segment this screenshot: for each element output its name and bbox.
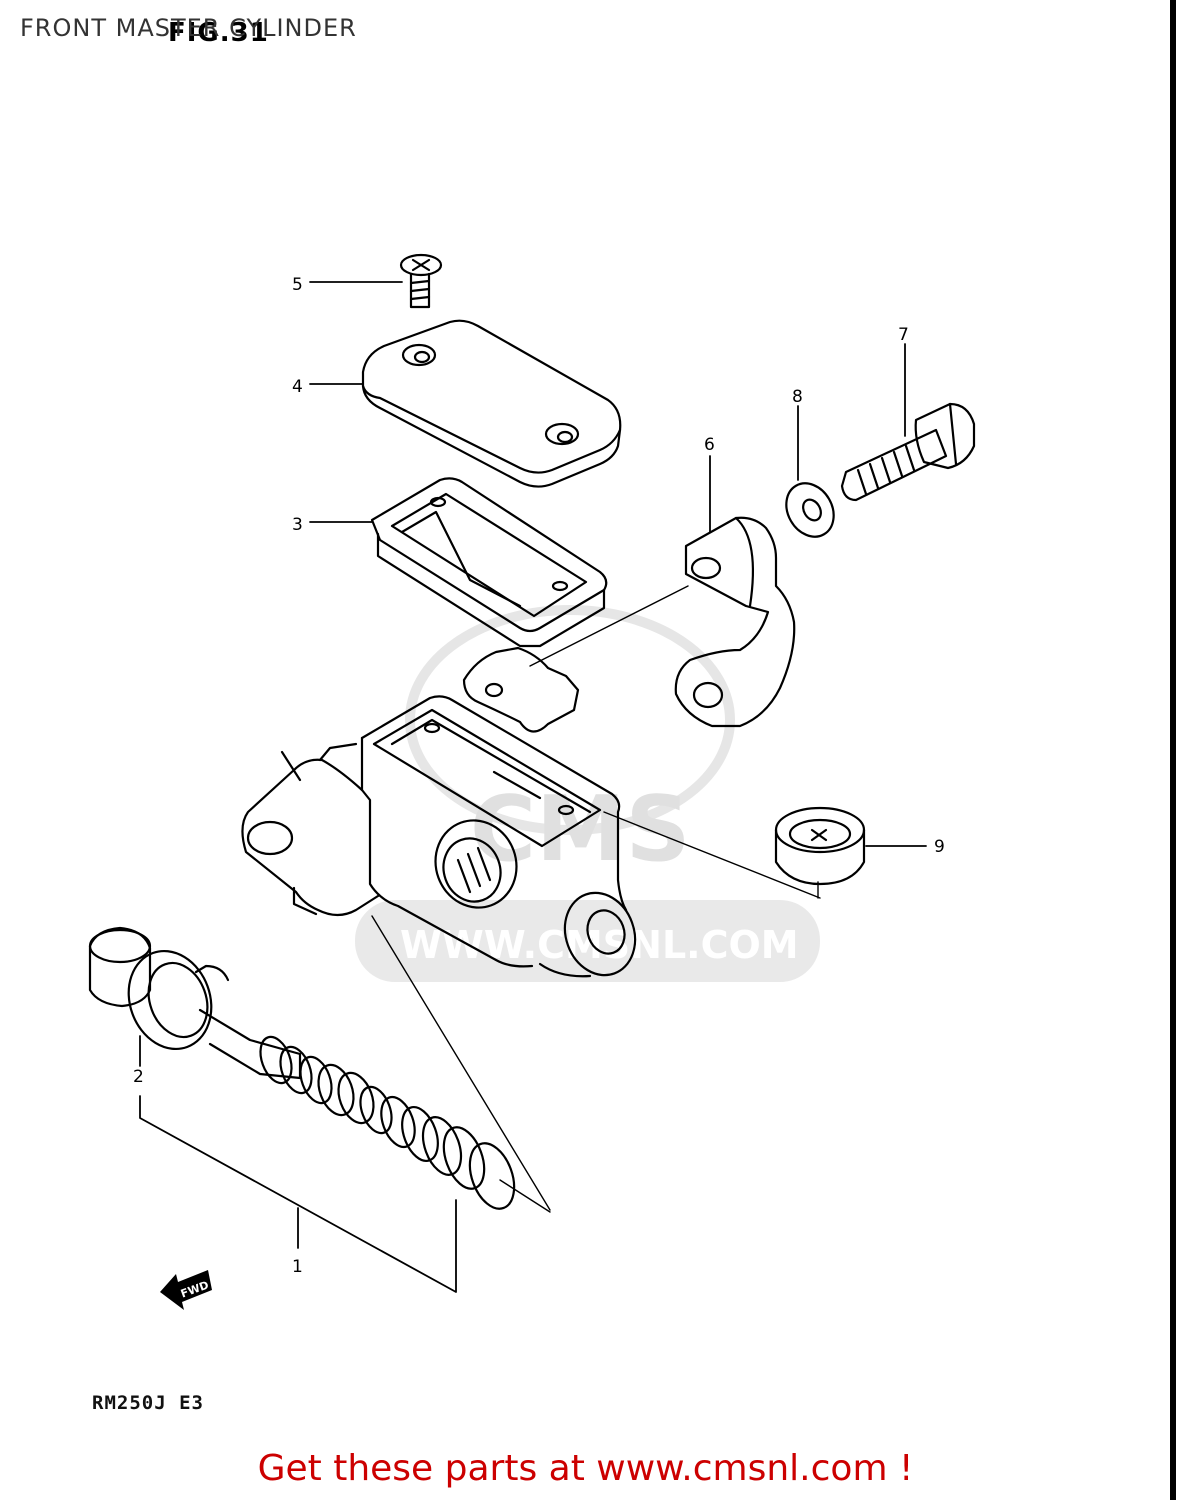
assembly-lines — [371, 585, 821, 1213]
callout-4: 4 — [292, 377, 303, 397]
callout-8: 8 — [792, 387, 803, 407]
part-bolt — [840, 402, 976, 502]
part-piston-kit — [88, 926, 516, 1210]
part-washer — [785, 482, 835, 538]
callout-6: 6 — [704, 435, 715, 455]
callout-leaders — [139, 281, 927, 1293]
part-reservoir-cap — [361, 319, 622, 488]
callout-numbers: 5 4 3 6 8 7 9 2 1 — [133, 275, 945, 1277]
promo-link[interactable]: Get these parts at www.cmsnl.com ! — [0, 1448, 1179, 1489]
watermark-brand: CMS — [470, 777, 690, 882]
figure-label: FIG.31 — [168, 18, 269, 48]
part-boot-cap — [774, 806, 866, 886]
callout-7: 7 — [898, 325, 909, 345]
callout-2: 2 — [133, 1067, 144, 1087]
part-clamp — [674, 516, 796, 728]
watermark-url: WWW.CMSNL.COM — [400, 923, 799, 967]
cmsnl-watermark: CMS WWW.CMSNL.COM — [355, 605, 820, 982]
callout-9: 9 — [934, 837, 945, 857]
promo-text[interactable]: Get these parts at www.cmsnl.com ! — [257, 1448, 914, 1489]
fwd-arrow-marker: FWD — [160, 1270, 212, 1310]
model-code: RM250J E3 — [92, 1392, 204, 1414]
page-title: FRONT MASTER CYLINDER — [20, 14, 357, 42]
page-right-border — [1170, 0, 1176, 1500]
callout-5: 5 — [292, 275, 303, 295]
callout-1: 1 — [292, 1257, 303, 1277]
part-diaphragm — [370, 477, 608, 648]
part-screw — [399, 253, 443, 309]
callout-3: 3 — [292, 515, 303, 535]
part-master-cylinder-body — [241, 646, 637, 978]
